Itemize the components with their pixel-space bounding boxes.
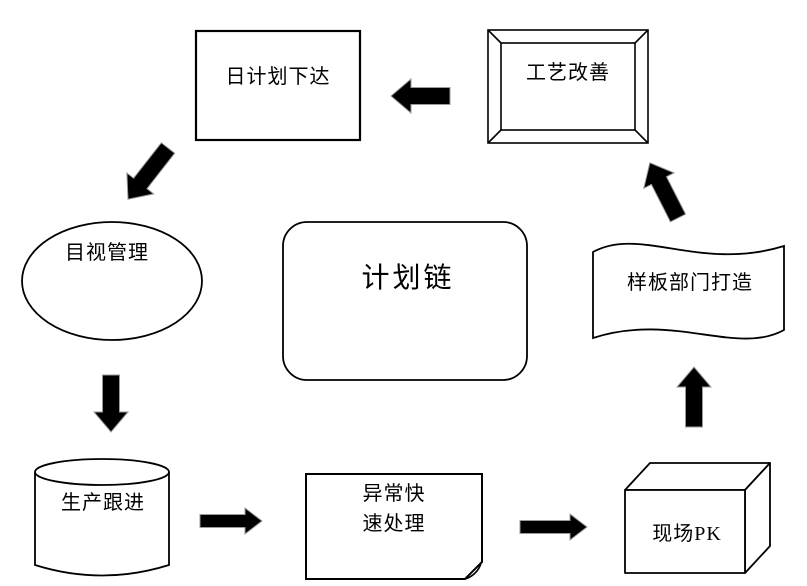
arrow-daily-plan-to-visual-management (126, 142, 176, 200)
node-model-department-label: 样板部门打造 (627, 272, 753, 294)
node-abnormal-handling-label-line2: 速处理 (362, 513, 426, 535)
node-process-improvement-shape (487, 29, 649, 144)
node-process-improvement-label: 工艺改善 (526, 62, 610, 84)
node-onsite-pk-shape (624, 462, 771, 574)
node-daily-plan-shape (194, 29, 362, 142)
node-production-followup-shape (34, 458, 170, 577)
arrow-production-followup-to-abnormal-handling (199, 506, 263, 536)
node-visual-management-label: 目视管理 (65, 242, 149, 264)
node-production-followup-label: 生产跟进 (61, 492, 145, 514)
node-onsite-pk-label: 现场PK (652, 523, 722, 545)
node-daily-plan-label: 日计划下达 (225, 66, 331, 88)
arrow-abnormal-handling-to-onsite-pk (519, 512, 588, 542)
arrow-visual-management-to-production-followup (92, 374, 130, 433)
arrow-model-department-to-process-improvement (643, 162, 687, 223)
node-plan-chain-shape (282, 221, 528, 381)
node-abnormal-handling-label: 异常快 速处理 (363, 479, 426, 539)
node-abnormal-handling-label-line1: 异常快 (362, 483, 426, 505)
node-plan-chain-label: 计划链 (361, 263, 455, 295)
node-model-department-shape (592, 242, 785, 340)
node-visual-management-shape (21, 221, 203, 341)
node-abnormal-handling-shape (305, 473, 483, 580)
arrow-onsite-pk-to-model-department (675, 366, 713, 428)
arrow-process-improvement-to-daily-plan (390, 77, 451, 115)
